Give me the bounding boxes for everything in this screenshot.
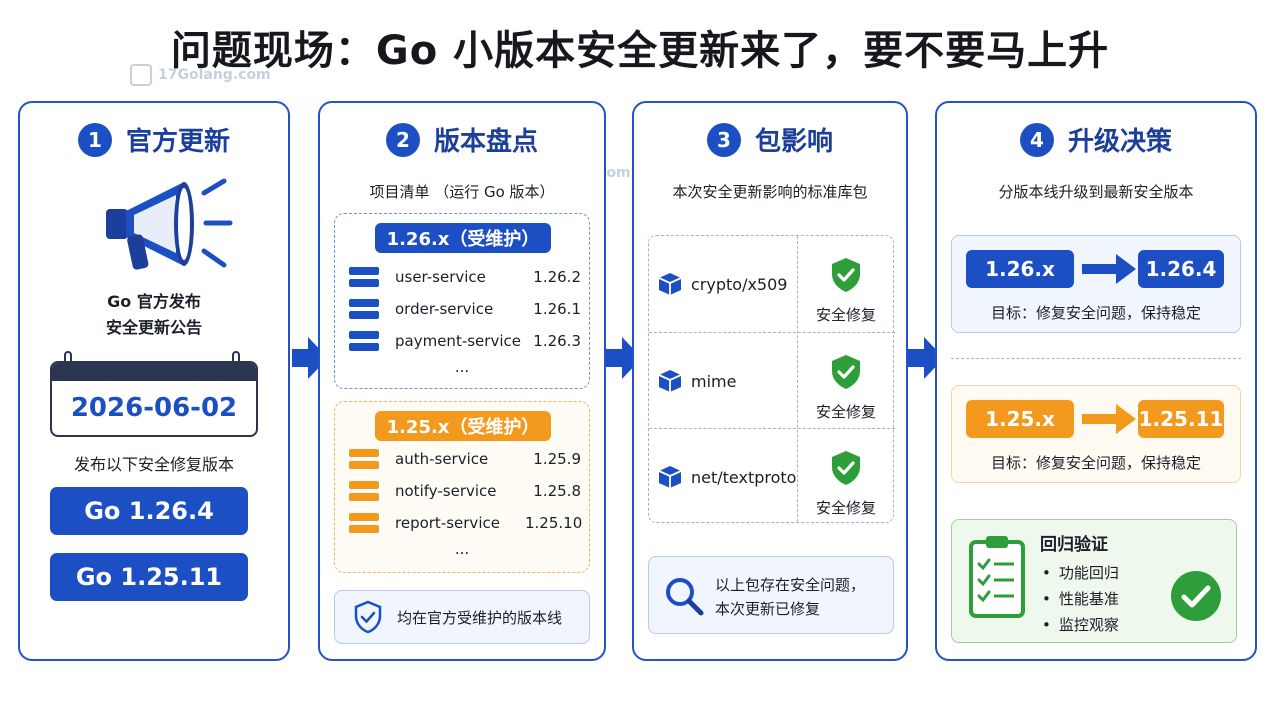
calendar-icon: 2026-06-02 <box>50 361 258 437</box>
divider <box>951 358 1241 359</box>
column-divider <box>797 236 798 522</box>
right-arrow-icon <box>908 337 944 379</box>
panel-subtitle: 分版本线升级到最新安全版本 <box>998 183 1194 201</box>
table-row: crypto/x509 安全修复 <box>649 236 895 332</box>
panel-title: 包影响 <box>754 127 833 157</box>
versions-label: 发布以下安全修复版本 <box>73 455 234 474</box>
from-version: 1.26.x <box>966 250 1074 288</box>
panel-header: 2 版本盘点 <box>320 121 604 158</box>
step-number: 2 <box>385 122 420 157</box>
list-item: notify-service 1.25.8 <box>349 480 581 502</box>
right-arrow-icon <box>606 337 642 379</box>
package-name: crypto/x509 <box>691 274 788 294</box>
watermark-icon <box>130 64 152 86</box>
more-indicator: ... <box>454 358 470 376</box>
package-table: crypto/x509 安全修复 mime 安全修复 net/textproto <box>648 235 895 524</box>
to-version: 1.26.4 <box>1138 250 1224 288</box>
verify-title: 回归验证 <box>1040 535 1108 555</box>
panel-package-impact: 3 包影响 本次安全更新影响的标准库包 crypto/x509 安全修复 mim… <box>632 101 908 661</box>
package-name: mime <box>691 371 737 391</box>
fix-status: 安全修复 <box>815 499 876 517</box>
right-arrow-icon <box>1082 404 1136 434</box>
service-group-1-25: 1.25.x（受维护） auth-service 1.25.9 notify-s… <box>334 401 590 573</box>
verify-list: 功能回归 性能基准 监控观察 <box>1042 560 1119 638</box>
list-item: user-service 1.26.2 <box>349 266 581 288</box>
server-icon <box>349 481 379 501</box>
shield-check-icon <box>832 355 860 389</box>
right-arrow-icon <box>1082 254 1136 284</box>
magnifier-icon <box>666 578 704 616</box>
server-icon <box>349 513 379 533</box>
shield-check-icon <box>354 600 382 634</box>
list-item: 功能回归 <box>1042 560 1119 586</box>
version-badge: Go 1.25.11 <box>50 553 248 601</box>
server-icon <box>349 449 379 469</box>
panel-upgrade-decision: 4 升级决策 分版本线升级到最新安全版本 1.26.x 1.26.4 目标：修复… <box>935 101 1257 661</box>
upgrade-path-1-26: 1.26.x 1.26.4 目标：修复安全问题，保持稳定 <box>951 235 1241 333</box>
impact-note: 以上包存在安全问题， 本次更新已修复 <box>648 556 894 634</box>
list-item: 监控观察 <box>1042 612 1119 638</box>
table-row: mime 安全修复 <box>649 332 895 428</box>
check-circle-icon <box>1171 571 1221 621</box>
panel-header: 1 官方更新 <box>20 121 288 158</box>
step-number: 3 <box>706 122 741 157</box>
shield-check-icon <box>832 451 860 485</box>
package-icon <box>658 466 682 488</box>
maintained-note: 均在官方受维护的版本线 <box>334 590 590 644</box>
upgrade-path-1-25: 1.25.x 1.25.11 目标：修复安全问题，保持稳定 <box>951 385 1241 483</box>
megaphone-icon <box>106 178 233 270</box>
upgrade-goal: 目标：修复安全问题，保持稳定 <box>990 304 1201 322</box>
list-item: 性能基准 <box>1042 586 1119 612</box>
fix-status: 安全修复 <box>815 403 876 421</box>
fix-status: 安全修复 <box>815 306 876 324</box>
server-icon <box>349 331 379 351</box>
panel-title: 版本盘点 <box>433 127 538 157</box>
list-item: payment-service 1.26.3 <box>349 330 581 352</box>
panel-version-inventory: 2 版本盘点 项目清单 （运行 Go 版本） 1.26.x（受维护） user-… <box>318 101 606 661</box>
more-indicator: ... <box>454 540 470 558</box>
version-line-tag: 1.26.x（受维护） <box>375 223 551 253</box>
page-title: 问题现场：Go 小版本安全更新来了，要不要马上升 <box>170 28 1110 74</box>
watermark: 17Golang.com <box>130 64 271 86</box>
package-name: net/textproto <box>691 467 797 487</box>
list-item: report-service 1.25.10 <box>349 512 582 534</box>
from-version: 1.25.x <box>966 400 1074 438</box>
panel-subtitle: 本次安全更新影响的标准库包 <box>672 183 868 201</box>
release-date: 2026-06-02 <box>70 393 238 423</box>
table-row: net/textproto 安全修复 <box>649 428 895 524</box>
step-number: 1 <box>77 122 112 157</box>
step-number: 4 <box>1019 122 1054 157</box>
server-icon <box>349 267 379 287</box>
panel-official-update: 1 官方更新 Go 官方发布 安全更新公告 2026-06-02 发布以下安全修… <box>18 101 290 661</box>
right-arrow-icon <box>292 337 328 379</box>
upgrade-goal: 目标：修复安全问题，保持稳定 <box>990 454 1201 472</box>
panel-title: 升级决策 <box>1067 127 1172 157</box>
panel-header: 4 升级决策 <box>937 121 1255 158</box>
server-icon <box>349 299 379 319</box>
version-line-tag: 1.25.x（受维护） <box>375 411 551 441</box>
list-item: order-service 1.26.1 <box>349 298 581 320</box>
shield-check-icon <box>832 258 860 292</box>
panel-title: 官方更新 <box>125 127 230 157</box>
regression-verification: 回归验证 功能回归 性能基准 监控观察 <box>951 519 1237 643</box>
list-item: auth-service 1.25.9 <box>349 448 581 470</box>
panel-header: 3 包影响 <box>634 121 906 158</box>
announcement-text: Go 官方发布 安全更新公告 <box>105 292 202 337</box>
to-version: 1.25.11 <box>1138 400 1224 438</box>
service-group-1-26: 1.26.x（受维护） user-service 1.26.2 order-se… <box>334 213 590 389</box>
panel-subtitle: 项目清单 （运行 Go 版本） <box>369 183 555 201</box>
package-icon <box>658 273 682 295</box>
clipboard-checklist-icon <box>969 536 1025 618</box>
package-icon <box>658 370 682 392</box>
version-badge: Go 1.26.4 <box>50 487 248 535</box>
